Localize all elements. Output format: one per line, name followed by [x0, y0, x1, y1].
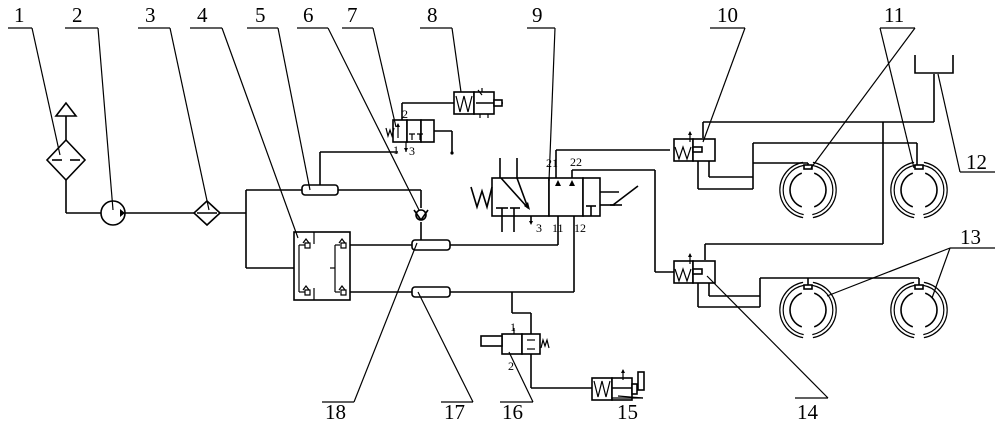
leader-line	[617, 395, 644, 399]
port-label: 1	[510, 320, 516, 334]
callout-label-16: 16	[502, 400, 523, 424]
leader-line	[826, 247, 951, 297]
callout-label-6: 6	[303, 3, 314, 27]
callout-label-4: 4	[197, 3, 208, 27]
leader-line	[327, 27, 420, 211]
port-label: 12	[574, 221, 586, 235]
component-6-check-valve	[413, 209, 429, 221]
brake-drum-icon	[779, 281, 837, 339]
callout-label-17: 17	[444, 400, 465, 424]
brake-drum-icon	[890, 281, 948, 339]
brake-drum-icon	[779, 161, 837, 219]
callout-label-8: 8	[427, 3, 438, 27]
leader-line	[706, 275, 829, 399]
leader-line	[937, 73, 961, 173]
port-label: 11	[552, 221, 564, 235]
leader-line	[221, 27, 299, 239]
leader-line	[169, 27, 210, 211]
callout-label-15: 15	[617, 400, 638, 424]
leader-line	[372, 27, 397, 128]
brake-drums	[779, 161, 948, 339]
component-17-reservoir	[411, 286, 451, 298]
component-12-tank	[914, 55, 954, 74]
port-label: 3	[409, 144, 415, 158]
leader-line	[31, 27, 61, 156]
leader-line	[879, 27, 915, 169]
callout-label-7: 7	[347, 3, 358, 27]
leader-line	[277, 27, 311, 191]
port-label: 22	[570, 155, 582, 169]
leader-line	[702, 27, 746, 143]
air-lines	[245, 74, 935, 389]
callout-label-12: 12	[966, 150, 987, 174]
component-1-intake-filter	[45, 101, 101, 214]
component-10-relay-valve	[673, 131, 918, 190]
callout-label-1: 1	[14, 3, 25, 27]
callout-label-14: 14	[797, 400, 819, 424]
callout-label-11: 11	[884, 3, 904, 27]
component-7-valve	[385, 119, 435, 152]
leader-line	[810, 27, 916, 169]
component-8-actuator	[453, 88, 503, 118]
leader-line	[451, 27, 462, 93]
leader-line	[548, 27, 556, 182]
port-label: 2	[402, 107, 408, 121]
component-16-valve	[480, 328, 550, 355]
component-4-valve-block	[293, 231, 351, 301]
callout-label-18: 18	[325, 400, 346, 424]
component-18-reservoir	[411, 239, 451, 251]
callout-label-5: 5	[255, 3, 266, 27]
leader-line	[508, 351, 534, 403]
brake-drum-icon	[890, 161, 948, 219]
callout-label-3: 3	[145, 3, 156, 27]
component-2-compressor	[100, 200, 195, 226]
port-label: 3	[536, 221, 542, 235]
component-15-actuator	[591, 369, 645, 401]
callout-label-2: 2	[72, 3, 83, 27]
callout-label-9: 9	[532, 3, 543, 27]
leader-line	[931, 247, 951, 299]
component-3-dryer	[192, 199, 246, 227]
callout-label-10: 10	[717, 3, 738, 27]
port-label: 1	[393, 143, 399, 157]
leader-line	[97, 27, 114, 211]
leader-lines	[8, 27, 995, 403]
leader-line	[417, 291, 474, 403]
port-label: 21	[546, 156, 558, 170]
leader-line	[353, 242, 418, 403]
component-9-brake-valve	[470, 158, 639, 232]
port-labels: 2 1 3 21 22 3 11 12 1 2	[393, 107, 586, 373]
callout-label-13: 13	[960, 225, 981, 249]
port-label: 2	[508, 359, 514, 373]
component-14-relay-valve	[673, 253, 920, 308]
component-5-reservoir	[301, 184, 339, 196]
